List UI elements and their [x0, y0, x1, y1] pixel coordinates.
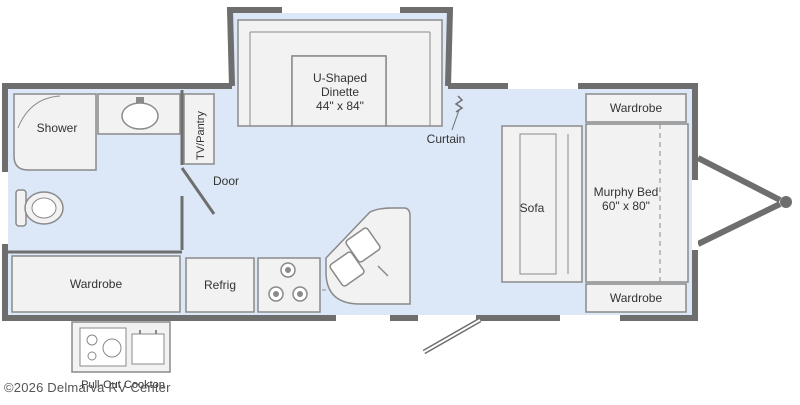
dinette-size: 44" x 84": [316, 99, 364, 113]
wardrobe-top: Wardrobe: [585, 93, 687, 123]
murphy-bed: Murphy Bed 60" x 80": [585, 123, 689, 283]
copyright-text: ©2026 Delmarva RV Center: [4, 380, 171, 395]
door-label: Door: [213, 174, 239, 188]
wardrobe-bottom: Wardrobe: [585, 283, 687, 313]
wardrobe-bath: Wardrobe: [11, 255, 181, 313]
bath-walls: [8, 90, 184, 254]
wardrobe-bottom-label: Wardrobe: [610, 291, 663, 305]
kitchen-island: [325, 207, 411, 305]
dinette-title2: Dinette: [321, 85, 359, 99]
windows: [2, 7, 698, 321]
entry-door: [422, 317, 482, 355]
kitchen-counter: [257, 257, 400, 313]
toilet: [15, 189, 64, 227]
hitch-tongue: [696, 155, 792, 247]
wardrobe-bath-label: Wardrobe: [70, 277, 123, 291]
cooktop-label: Pull-Out Cooktop: [81, 379, 165, 391]
bath-sink: [97, 93, 181, 135]
sofa: Sofa: [501, 125, 583, 283]
curtain-label: Curtain: [427, 132, 466, 146]
murphy-size: 60" x 80": [602, 199, 650, 213]
dinette-title: U-Shaped: [313, 71, 367, 85]
sofa-label: Sofa: [520, 201, 545, 215]
murphy-title: Murphy Bed: [594, 185, 659, 199]
refrig-label: Refrig: [204, 278, 236, 292]
refrigerator: Refrig: [185, 257, 255, 313]
pull-out-cooktop: Pull-Out Cooktop: [71, 321, 171, 391]
wardrobe-top-label: Wardrobe: [610, 101, 663, 115]
curtain: Curtain: [427, 95, 466, 146]
tv-pantry: TV/Pantry: [183, 93, 215, 165]
dinette: U-Shaped Dinette 44" x 84": [237, 19, 443, 127]
shower-label: Shower: [37, 121, 78, 135]
tv-pantry-label: TV/Pantry: [195, 111, 207, 160]
shower: Shower: [13, 93, 97, 171]
bath-door: Door: [180, 167, 239, 215]
